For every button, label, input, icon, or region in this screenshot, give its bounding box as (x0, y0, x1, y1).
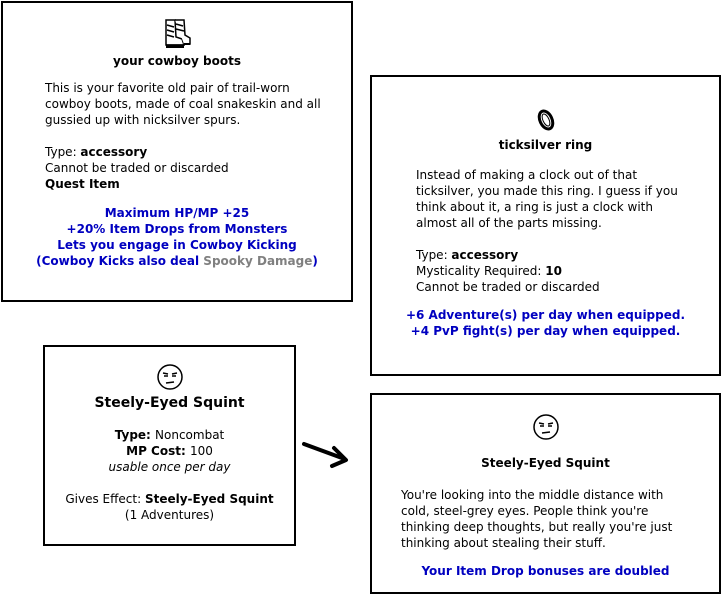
boots-item-panel: your cowboy boots This is your favorite … (1, 1, 353, 302)
effect-panel: Steely-Eyed Squint You're looking into t… (370, 393, 721, 594)
skill-panel: Steely-Eyed Squint Type: Noncombat MP Co… (43, 345, 296, 546)
ring-item-panel: ticksilver ring Instead of making a cloc… (370, 75, 721, 376)
boots-effect-item-drops: +20% Item Drops from Monsters (66, 222, 288, 236)
ring-description: Instead of making a clock out of that ti… (416, 168, 678, 230)
effect-title: Steely-Eyed Squint (481, 456, 610, 470)
effect-bonus: Your Item Drop bonuses are doubled (421, 564, 670, 578)
skill-type: Type: Noncombat (114, 428, 225, 442)
boots-quest-item: Quest Item (45, 177, 120, 191)
skill-usage-note: usable once per day (108, 460, 231, 474)
ring-effect-adventures: +6 Adventure(s) per day when equipped. (405, 308, 686, 322)
ring-effect-pvp: +4 PvP fight(s) per day when equipped. (410, 324, 681, 338)
ring-effects: +6 Adventure(s) per day when equipped. +… (372, 307, 719, 339)
boots-effect-hp-mp: Maximum HP/MP +25 (104, 206, 250, 220)
boots-title: your cowboy boots (113, 54, 241, 68)
boots-effect-cowboy-kicking: Lets you engage in Cowboy Kicking (57, 238, 297, 252)
squint-face-icon (156, 364, 183, 390)
arrow-right-icon (302, 442, 348, 468)
effect-description: You're looking into the middle distance … (401, 488, 673, 550)
boots-type: Type: accessory (45, 145, 148, 159)
boots-description: This is your favorite old pair of trail-… (45, 81, 321, 127)
cowboy-boots-icon (165, 19, 191, 48)
skill-mp-cost: MP Cost: 100 (126, 444, 213, 458)
ring-trade-note: Cannot be traded or discarded (416, 280, 600, 294)
skill-title: Steely-Eyed Squint (94, 395, 245, 411)
boots-effects: Maximum HP/MP +25 +20% Item Drops from M… (3, 205, 351, 269)
squint-face-icon (532, 414, 559, 440)
ring-icon (537, 109, 554, 131)
skill-gives-effect: Gives Effect: Steely-Eyed Squint (65, 492, 274, 506)
ring-requirement: Mysticality Required: 10 (416, 264, 562, 278)
ring-type: Type: accessory (416, 248, 519, 262)
ring-title: ticksilver ring (498, 138, 593, 152)
boots-trade-note: Cannot be traded or discarded (45, 161, 229, 175)
skill-duration: (1 Adventures) (124, 508, 215, 522)
boots-effect-spooky-damage: (Cowboy Kicks also deal Spooky Damage) (36, 254, 318, 268)
